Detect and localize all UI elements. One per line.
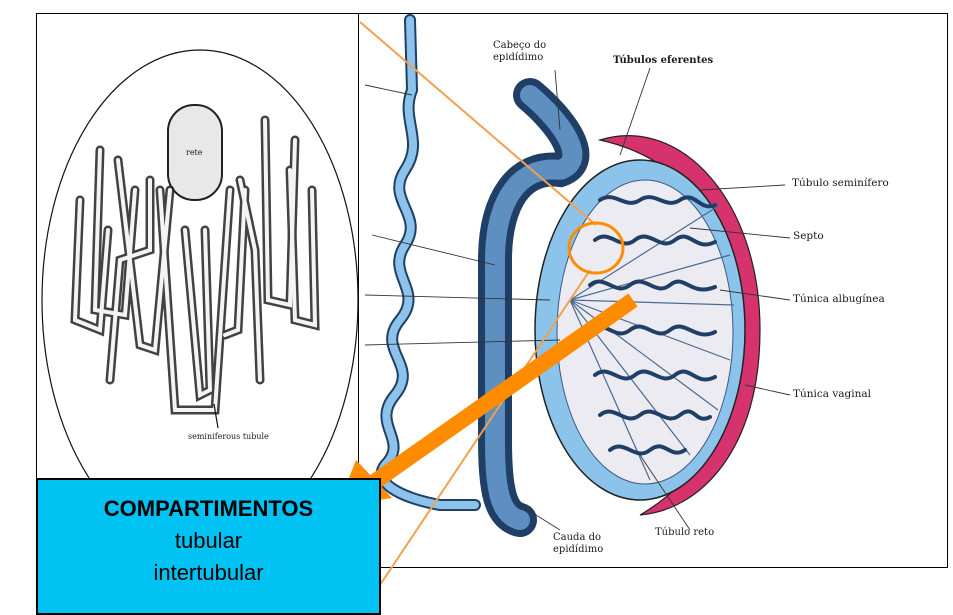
left-drawing [42, 50, 358, 550]
callout-line-tubular: tubular [38, 528, 379, 554]
tunica-albuginea-label: Túnica albugínea [793, 293, 885, 305]
testis-drawing [365, 20, 790, 530]
callout-title: COMPARTIMENTOS [38, 496, 379, 522]
tubulo-reto-label: Túbulo reto [655, 527, 714, 539]
tubulo-seminifero-label: Túbulo seminífero [792, 177, 889, 189]
rete-label: rete [186, 147, 203, 159]
callout-line-intertubular: intertubular [38, 560, 379, 586]
cauda-epididimo-label: Cauda do epidídimo [553, 532, 603, 556]
tubulos-eferentes-label: Túbulos eferentes [613, 55, 713, 67]
tunica-vaginal-label: Túnica vaginal [793, 388, 871, 400]
cabeca-epididimo-label: Cabeço do epidídimo [493, 40, 546, 64]
septo-label: Septo [793, 230, 824, 242]
seminiferous-tubule-label: seminiferous tubule [188, 431, 269, 443]
compartments-callout: COMPARTIMENTOS tubular intertubular [36, 478, 381, 615]
